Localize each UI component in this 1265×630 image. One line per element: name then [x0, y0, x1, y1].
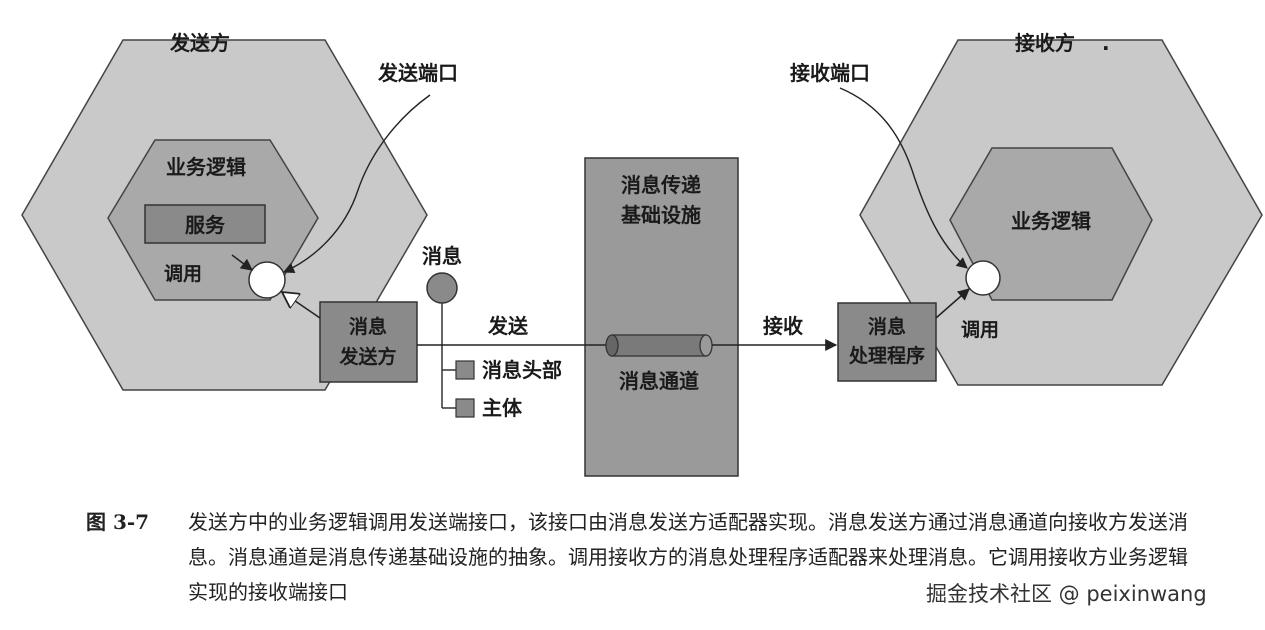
message-sender-box: [319, 301, 418, 383]
message-circle: [426, 272, 458, 304]
message-label: 消息: [422, 244, 462, 268]
message-header-square: [455, 360, 475, 380]
architecture-diagram: 发送方 发送端口 业务逻辑 服务 调用 消息 发送方 消息 发送 消息头部 主体…: [21, 31, 1263, 477]
message-handler-box: [837, 302, 937, 382]
message-body-label: 主体: [482, 396, 523, 420]
sender-port-circle: [248, 261, 286, 299]
send-label: 发送: [487, 314, 529, 338]
message-body-square: [455, 398, 475, 418]
sender-port-callout: [282, 94, 431, 273]
infrastructure-label-2: 基础设施: [621, 203, 701, 227]
receiver-title: 接收方: [1015, 31, 1075, 55]
receiver-invoke-label: 调用: [961, 319, 999, 341]
receiver-port-label: 接收端口: [790, 61, 870, 85]
sender-adapter-label-1: 消息: [349, 315, 387, 338]
sender-implements-arrow: [282, 292, 321, 319]
watermark: 掘金技术社区 @ peixinwang: [922, 578, 1211, 608]
receiver-title-dot: .: [1102, 31, 1110, 55]
sender-port-label: 发送端口: [377, 61, 458, 85]
receiver-invoke-arrow: [935, 288, 970, 319]
sender-adapter-label-2: 发送方: [338, 345, 396, 368]
receiver-port-callout: [839, 87, 968, 269]
sender-title: 发送方: [169, 31, 230, 55]
receiver-business-logic-hexagon: [949, 147, 1153, 301]
message-header-label: 消息头部: [482, 358, 562, 382]
receiver-business-logic-label: 业务逻辑: [1011, 209, 1091, 233]
handler-label-2: 处理程序: [848, 344, 925, 367]
receiver-port-circle: [965, 260, 1001, 296]
sender-invoke-label: 调用: [164, 263, 202, 285]
caption-text: 发送方中的业务逻辑调用发送端接口，该接口由消息发送方适配器实现。消息发送方通过消…: [188, 510, 1188, 604]
infrastructure-label-1: 消息传递: [621, 173, 701, 197]
sender-business-logic-label: 业务逻辑: [166, 155, 246, 179]
service-label: 服务: [185, 213, 226, 237]
channel-label: 消息通道: [619, 369, 699, 393]
message-channel-pipe: [605, 334, 713, 357]
service-box: [144, 204, 266, 244]
caption-number: 图 3-7: [86, 510, 150, 534]
messaging-infrastructure-box: [584, 157, 739, 477]
handler-label-1: 消息: [868, 315, 906, 338]
receive-label: 接收: [763, 314, 803, 338]
sender-invoke-arrow: [231, 254, 253, 271]
